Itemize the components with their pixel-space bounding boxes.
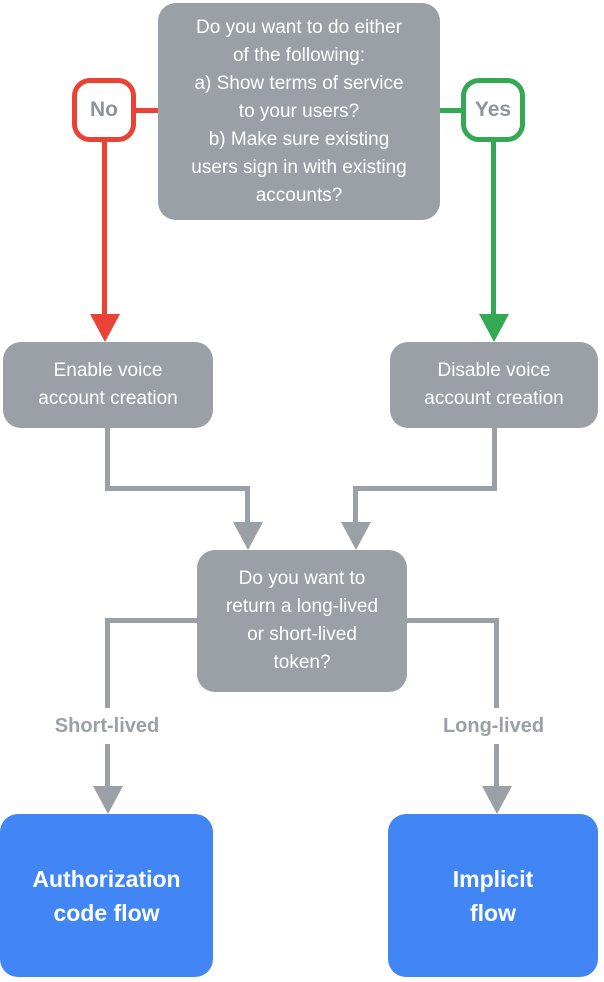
short-lived-connector-vertical [105,618,110,788]
yes-connector-vertical [491,140,496,316]
long-lived-label: Long-lived [410,708,577,744]
long-lived-connector-vertical [494,618,499,788]
gray-arrow-down-icon [341,522,371,550]
disable-connector-vertical-top [492,428,497,491]
red-arrow-down-icon [90,314,120,342]
gray-arrow-down-icon [233,522,263,550]
no-connector-horizontal [136,108,158,113]
disable-voice-account-node: Disable voice account creation [390,342,598,428]
yes-connector-horizontal [438,108,461,113]
yes-badge: Yes [461,78,525,142]
disable-connector-vertical-bottom [353,486,358,524]
enable-voice-account-node: Enable voice account creation [3,342,213,428]
disable-connector-horizontal [353,486,497,491]
question-token-node: Do you want to return a long-lived or sh… [197,550,407,692]
enable-connector-horizontal [105,486,250,491]
short-lived-connector-horizontal [105,618,197,623]
question-terms-node: Do you want to do either of the followin… [158,3,440,220]
short-lived-label: Short-lived [22,708,192,744]
enable-connector-vertical-top [105,428,110,491]
no-badge: No [72,78,136,142]
green-arrow-down-icon [479,314,509,342]
implicit-flow-node: Implicit flow [388,814,598,977]
long-lived-connector-horizontal [407,618,499,623]
no-connector-vertical [102,140,107,316]
authorization-code-flow-node: Authorization code flow [0,814,213,977]
gray-arrow-down-icon [482,786,512,814]
gray-arrow-down-icon [93,786,123,814]
enable-connector-vertical-bottom [245,486,250,524]
